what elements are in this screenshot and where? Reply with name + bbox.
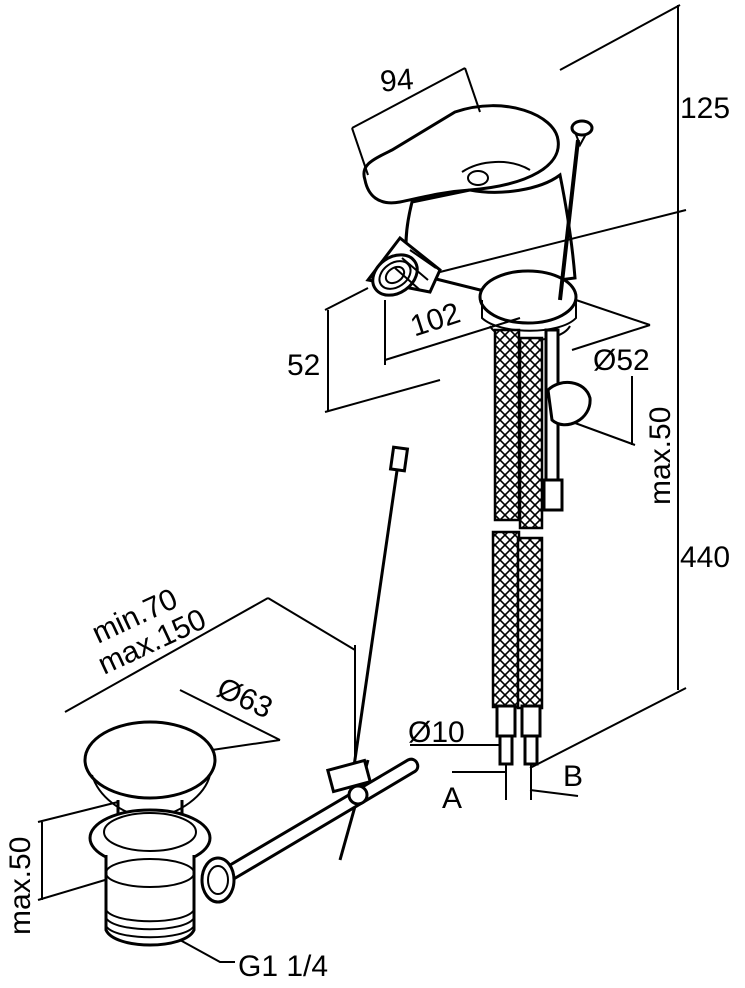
label-hose-length: 440 bbox=[680, 541, 730, 574]
label-body-depth: 102 bbox=[407, 297, 465, 344]
label-waste-max-thickness: max.50 bbox=[4, 837, 37, 935]
label-waste-diameter: Ø63 bbox=[212, 671, 277, 725]
label-waste-thread: G1 1/4 bbox=[238, 950, 328, 983]
flex-hoses bbox=[491, 328, 592, 800]
lift-rod bbox=[558, 119, 594, 301]
pop-up-linkage bbox=[222, 445, 420, 883]
label-body-height: 52 bbox=[287, 349, 320, 382]
lever-handle bbox=[362, 104, 560, 205]
label-height-above-body: 125 bbox=[680, 92, 730, 125]
dimension-lines bbox=[37, 4, 687, 963]
plug-cap bbox=[83, 720, 217, 800]
label-connection-a: A bbox=[442, 782, 462, 815]
base-disc bbox=[478, 269, 578, 325]
label-connection-b: B bbox=[563, 760, 583, 793]
label-hose-diameter: Ø10 bbox=[408, 716, 465, 749]
label-base-diameter: Ø52 bbox=[593, 344, 650, 377]
label-max-mount-right: max.50 bbox=[644, 407, 677, 505]
mixer-body bbox=[362, 104, 594, 342]
waste-fitting bbox=[83, 720, 236, 947]
label-spout-width: 94 bbox=[379, 63, 415, 99]
aerator-outlet bbox=[365, 235, 442, 297]
